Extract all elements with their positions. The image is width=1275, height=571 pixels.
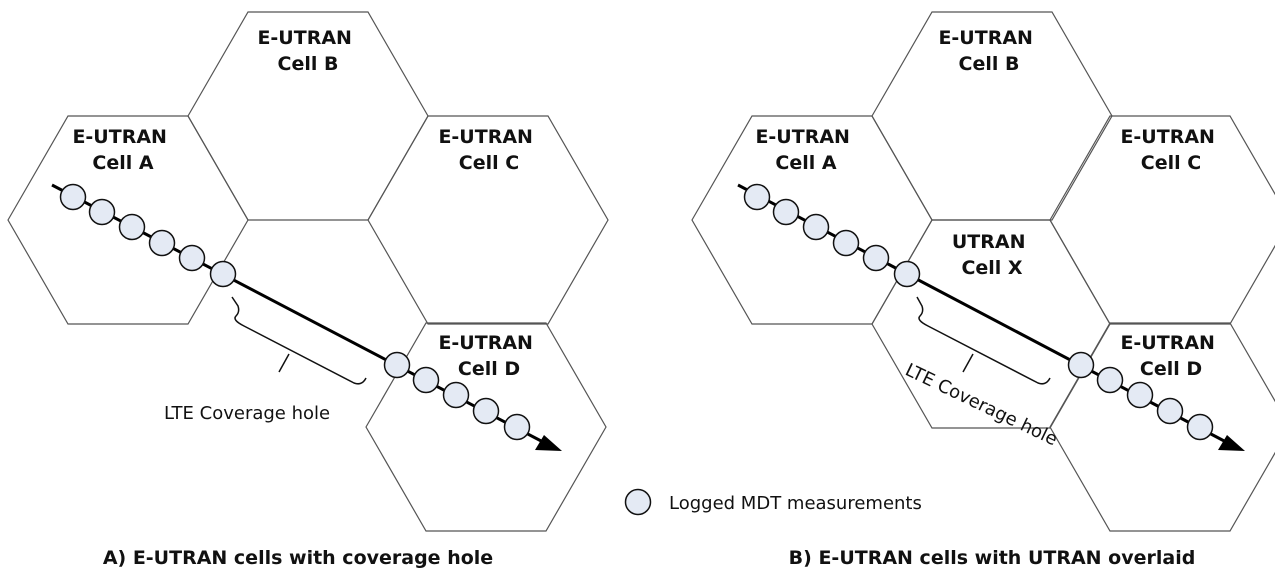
legend-measurement-icon [624, 488, 652, 516]
cell-a-label-b: E-UTRAN Cell A [755, 126, 856, 174]
caption-a: A) E-UTRAN cells with coverage hole [103, 547, 493, 569]
panel-a: E-UTRAN Cell B E-UTRAN Cell A E-UTRAN Ce… [7, 11, 609, 569]
cell-d-label-b: E-UTRAN Cell D [1120, 332, 1221, 380]
cell-c-label-a: E-UTRAN Cell C [438, 126, 539, 174]
hex-cell-d-b [1049, 322, 1275, 532]
cell-x-line1-b: UTRAN [952, 231, 1026, 253]
measurement-dot [88, 198, 116, 226]
measurement-dot [472, 397, 500, 425]
cell-d-line1-a: E-UTRAN [438, 332, 533, 354]
cell-c-line2-b: Cell C [1141, 152, 1201, 174]
cell-c-line2-a: Cell C [459, 152, 519, 174]
measurement-dot [383, 351, 411, 379]
measurement-dot [209, 260, 237, 288]
ue-path-b [737, 183, 1245, 451]
measurement-dot [503, 413, 531, 441]
cell-d-line2-a: Cell D [458, 358, 520, 380]
measurement-dot [442, 381, 470, 409]
cell-d-line2-b: Cell D [1140, 358, 1202, 380]
measurement-dot [893, 260, 921, 288]
legend: Logged MDT measurements [624, 488, 922, 516]
cell-b-line1-b: E-UTRAN [938, 27, 1033, 49]
brace-curve-a [231, 296, 367, 385]
cell-a-line2-a: Cell A [92, 152, 153, 174]
path-arrowhead-a [535, 435, 562, 451]
measurement-dot [59, 183, 87, 211]
cell-x-line2-b: Cell X [961, 257, 1022, 279]
cell-d-label-a: E-UTRAN Cell D [438, 332, 539, 380]
hex-cell-a-a [7, 115, 249, 325]
cell-b-line1-a: E-UTRAN [257, 27, 352, 49]
measurement-dot [743, 183, 771, 211]
cell-b-line2-a: Cell B [278, 53, 339, 75]
measurement-dot [1126, 381, 1154, 409]
legend-label: Logged MDT measurements [669, 493, 922, 514]
cell-c-label-b: E-UTRAN Cell C [1120, 126, 1221, 174]
caption-b: B) E-UTRAN cells with UTRAN overlaid [789, 547, 1196, 569]
cell-a-label-a: E-UTRAN Cell A [72, 126, 173, 174]
coverage-hole-label-b: LTE Coverage hole [902, 360, 1061, 451]
cell-x-label-b: UTRAN Cell X [952, 231, 1032, 279]
cell-a-line2-b: Cell A [775, 152, 836, 174]
measurement-dot [772, 198, 800, 226]
measurement-dot [118, 213, 146, 241]
brace-curve-b [916, 296, 1051, 385]
measurement-dot [1186, 413, 1214, 441]
cell-c-line1-a: E-UTRAN [438, 126, 533, 148]
cell-c-line1-b: E-UTRAN [1120, 126, 1215, 148]
measurement-dot [802, 213, 830, 241]
measurement-dot [148, 229, 176, 257]
cell-a-line1-b: E-UTRAN [755, 126, 850, 148]
measurement-dot [832, 229, 860, 257]
panel-b: E-UTRAN Cell B E-UTRAN Cell A E-UTRAN Ce… [691, 11, 1275, 569]
coverage-hole-label-a: LTE Coverage hole [164, 403, 330, 424]
measurement-dot [1156, 397, 1184, 425]
hex-cell-c-a [367, 115, 609, 325]
path-arrowhead-b [1218, 435, 1245, 451]
cell-a-line1-a: E-UTRAN [72, 126, 167, 148]
cell-b-label-b: E-UTRAN Cell B [938, 27, 1039, 75]
cell-b-label-a: E-UTRAN Cell B [257, 27, 358, 75]
measurement-dot [1067, 351, 1095, 379]
measurement-dot [412, 366, 440, 394]
coverage-hole-brace-b [916, 296, 1051, 385]
coverage-hole-brace-a [231, 296, 367, 385]
cell-b-line2-b: Cell B [959, 53, 1020, 75]
measurement-dot [862, 244, 890, 272]
cell-d-line1-b: E-UTRAN [1120, 332, 1215, 354]
brace-tick-b [962, 353, 974, 373]
hex-cell-d-a [365, 322, 607, 532]
measurement-dot [1096, 366, 1124, 394]
ue-path-a [51, 183, 562, 451]
measurement-dot [178, 244, 206, 272]
brace-tick-a [278, 353, 290, 373]
